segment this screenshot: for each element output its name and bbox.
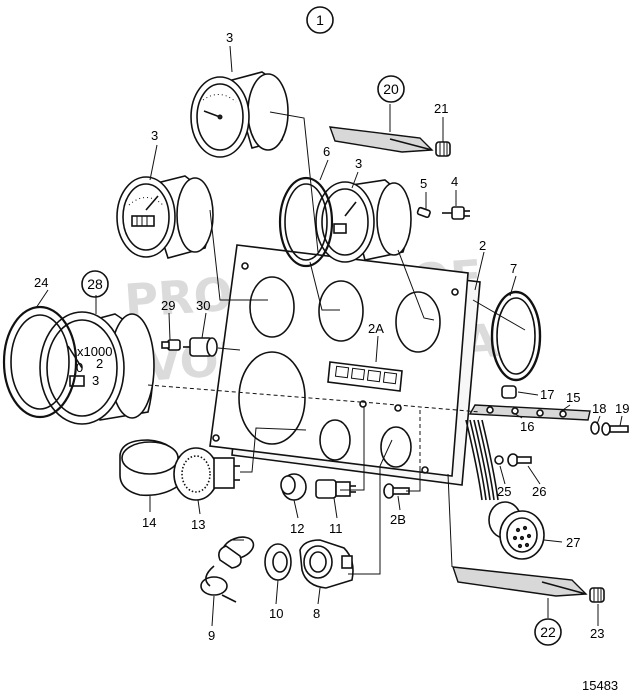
callout-3-right: 3 — [355, 156, 362, 171]
callout-3-left: 3 — [151, 128, 158, 143]
callout-4: 4 — [451, 174, 458, 189]
leader-lines — [35, 45, 623, 627]
bracket-20 — [328, 126, 434, 153]
knob-23 — [589, 587, 605, 603]
tach-tick-0: 0 — [76, 360, 83, 375]
callout-20: 20 — [383, 81, 399, 97]
callout-5: 5 — [420, 176, 427, 191]
ignition-switch-8 — [299, 539, 354, 589]
gauge-left — [116, 175, 214, 259]
callout-25: 25 — [497, 484, 511, 499]
callout-17: 17 — [540, 387, 554, 402]
callout-7: 7 — [510, 261, 517, 276]
washer-25 — [494, 455, 504, 465]
tachometer: x1000 0 2 3 — [39, 311, 155, 425]
callout-circle — [81, 270, 109, 298]
bulb-29 — [161, 339, 181, 351]
callout-11: 11 — [329, 521, 343, 536]
bracket-15 — [468, 404, 591, 421]
gauge-top — [190, 71, 289, 158]
callout-29: 29 — [161, 298, 175, 313]
callout-22: 22 — [540, 624, 556, 640]
callout-24: 24 — [34, 275, 48, 290]
socket-4 — [442, 206, 470, 220]
socket-30 — [183, 337, 218, 357]
callout-27: 27 — [566, 535, 580, 550]
callout-15: 15 — [566, 390, 580, 405]
warning-light-strip — [327, 361, 403, 392]
bulb-5 — [416, 206, 431, 219]
callouts: 1 3 3 3 6 5 4 20 21 2 7 24 28 29 30 2A 1… — [34, 6, 629, 646]
callout-2b: 2B — [390, 512, 406, 527]
panel-hole-small — [380, 426, 412, 468]
panel-hole — [318, 280, 364, 342]
callout-18: 18 — [592, 401, 606, 416]
o-ring-7 — [490, 290, 542, 382]
wiring-harness — [465, 419, 499, 501]
callout-21: 21 — [434, 101, 448, 116]
callout-1: 1 — [316, 12, 324, 28]
callout-14: 14 — [142, 515, 156, 530]
screw-19 — [601, 422, 629, 436]
callout-circle — [377, 75, 405, 103]
bezel-ring-24 — [2, 305, 78, 419]
callout-2a: 2A — [368, 321, 384, 336]
callout-9: 9 — [208, 628, 215, 643]
callout-23: 23 — [590, 626, 604, 641]
tach-tick-3: 3 — [92, 373, 99, 388]
nut-10 — [264, 543, 292, 581]
washer-18 — [590, 421, 600, 435]
tach-tick-2: 2 — [96, 356, 103, 371]
callout-6: 6 — [323, 144, 330, 159]
callout-19: 19 — [615, 401, 629, 416]
cover-14 — [119, 439, 181, 497]
connector-27 — [488, 501, 545, 560]
lamp-17 — [501, 385, 517, 399]
tach-unit-label: x1000 — [77, 344, 112, 359]
callout-8: 8 — [313, 606, 320, 621]
bezel-ring-6 — [278, 176, 334, 268]
switch-11 — [315, 479, 356, 499]
panel-hole — [249, 276, 295, 338]
instrument-panel — [209, 244, 481, 486]
knob-21 — [435, 141, 451, 157]
callout-16: 16 — [520, 419, 534, 434]
bracket-22 — [451, 566, 588, 597]
callout-3-top: 3 — [226, 30, 233, 45]
callout-13: 13 — [191, 517, 205, 532]
panel-hole-small — [319, 419, 351, 461]
buzzer-13 — [173, 447, 240, 501]
gauge-right — [315, 179, 412, 263]
callout-12: 12 — [290, 521, 304, 536]
screw-2b — [383, 483, 410, 499]
key-9 — [200, 536, 255, 603]
callout-2: 2 — [479, 238, 486, 253]
switch-12 — [280, 473, 307, 501]
callout-28: 28 — [87, 276, 103, 292]
callout-26: 26 — [532, 484, 546, 499]
screw-26 — [507, 453, 532, 467]
drawing-number: 15483 — [582, 678, 618, 693]
callout-circle — [534, 618, 562, 646]
callout-circle — [306, 6, 334, 34]
callout-10: 10 — [269, 606, 283, 621]
callout-30: 30 — [196, 298, 210, 313]
panel-hole — [395, 291, 441, 353]
